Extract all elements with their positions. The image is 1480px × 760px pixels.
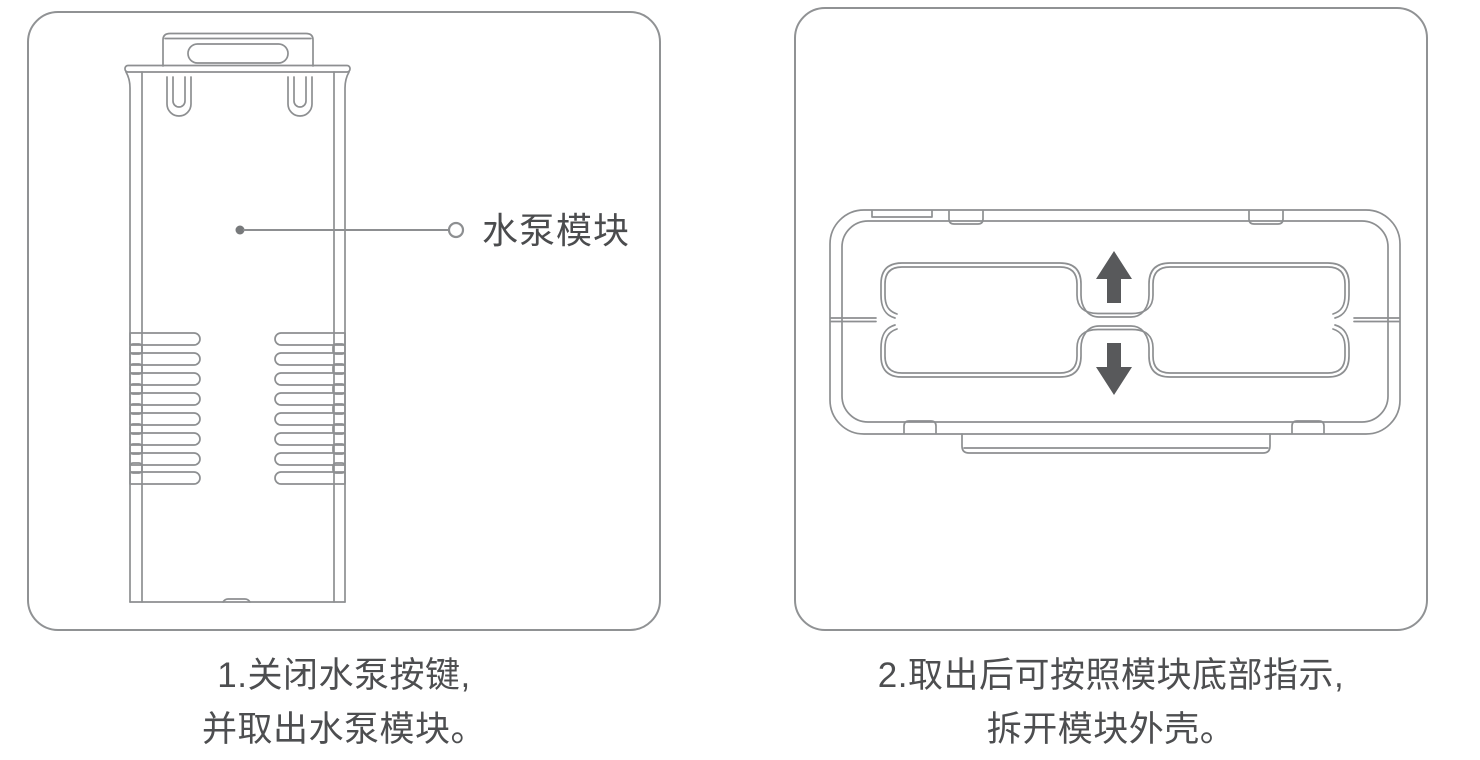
leader-ring xyxy=(447,221,465,239)
pump-body xyxy=(125,71,350,603)
caption-step2: 2.取出后可按照模块底部指示, 拆开模块外壳。 xyxy=(795,649,1427,757)
hook-slots xyxy=(166,76,313,117)
vent-slots-left xyxy=(129,332,201,485)
arrow-up-icon xyxy=(1096,251,1132,303)
pump-handle-cap xyxy=(162,32,314,67)
panel-frame-step1 xyxy=(27,11,661,631)
caption-step2-line2: 拆开模块外壳。 xyxy=(986,710,1236,749)
shell-windows xyxy=(880,262,1350,378)
shell-outline xyxy=(829,209,1401,435)
bottom-latch-tabs xyxy=(903,420,1325,434)
caption-step1: 1.关闭水泵按键, 并取出水泵模块。 xyxy=(28,649,660,757)
bottom-connector xyxy=(961,433,1271,454)
callout-label-pump-module: 水泵模块 xyxy=(482,210,631,251)
vent-slots-right xyxy=(274,332,346,485)
module-bottom-drawing xyxy=(829,209,1401,454)
top-latch-tabs xyxy=(871,210,1284,225)
caption-step1-line2: 并取出水泵模块。 xyxy=(201,710,486,749)
seam-lines xyxy=(830,317,1400,323)
pump-module-drawing xyxy=(124,32,465,603)
caption-step1-line1: 1.关闭水泵按键, xyxy=(217,656,471,695)
panel-frame-step2 xyxy=(794,7,1428,631)
top-flange xyxy=(124,64,351,73)
callout-leader xyxy=(235,221,465,239)
arrow-down-icon xyxy=(1096,343,1132,395)
handle-slot xyxy=(187,43,289,64)
caption-step2-line1: 2.取出后可按照模块底部指示, xyxy=(877,656,1345,695)
leader-dot xyxy=(235,225,245,235)
